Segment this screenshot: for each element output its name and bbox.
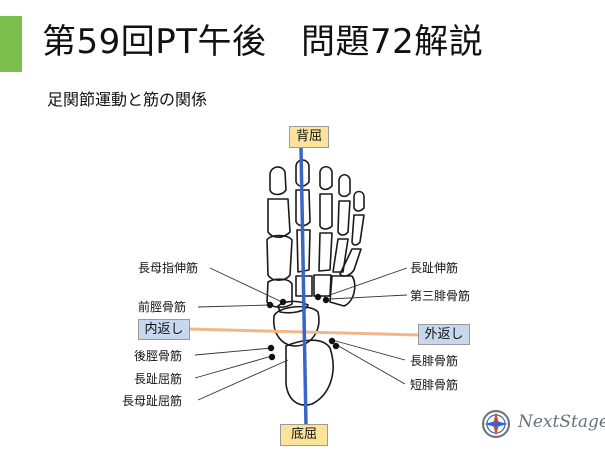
lateral-cuneiform [313,274,332,297]
point-pb [332,342,340,350]
leader-ta [197,304,271,308]
talus [272,305,320,347]
calcaneus [285,339,334,406]
metatarsal-2 [296,229,311,273]
muscle-label-pl: 長腓骨筋 [410,354,459,368]
muscle-label-fhl: 長母趾屈筋 [122,394,183,408]
cuboid [329,275,356,307]
toe-3-distal [319,165,333,191]
point-ta [266,301,274,309]
muscle-label-edl: 長趾伸筋 [410,261,459,275]
toe-4-proximal [337,200,351,236]
leader-pb [334,343,406,385]
metatarsal-3 [318,232,333,272]
navicular [277,300,309,314]
muscle-label-fdl: 長趾屈筋 [134,372,183,386]
inversion-label: 内返し [138,319,190,340]
toe-5-distal [353,190,365,212]
title-accent-bar [0,16,22,72]
point-fdl [268,353,276,361]
leader-ehl [209,267,283,303]
point-ehl [279,298,287,306]
muscle-label-pb: 短腓骨筋 [410,378,459,392]
leader-lines-left [194,267,289,401]
metatarsal-4 [332,238,349,273]
sagittal-axis-line [299,147,308,426]
point-tp [267,344,275,352]
toe-1-distal [269,166,287,196]
nextstage-logo [482,410,510,438]
muscle-label-ehl: 長母指伸筋 [138,261,199,275]
foot-skeleton [266,159,365,406]
leader-tp [194,347,273,356]
leader-edl [323,267,408,298]
leader-fhl [197,359,289,401]
leader-fdl [194,355,273,379]
leader-pt [329,294,408,300]
toe-4-distal [338,173,351,198]
section-subtitle: 足関節運動と筋の関係 [47,90,208,109]
point-pl [328,337,336,345]
point-edl [314,293,322,301]
dorsiflexion-label: 背屈 [289,126,329,148]
toe-5-proximal [351,214,365,246]
tendon-points [266,293,340,361]
logo-text: NextStage [518,412,605,432]
leader-pl [331,339,406,361]
toe-3-proximal [319,193,333,230]
eversion-label: 外返し [418,324,470,345]
leader-lines-right [323,267,408,385]
muscle-label-tp: 後脛骨筋 [134,349,183,363]
toe-1-proximal [267,198,291,239]
compass-icon [482,410,510,438]
metatarsal-1 [266,234,293,282]
muscle-label-ta: 前脛骨筋 [138,300,187,314]
point-pt [322,296,330,304]
intermediate-cuneiform [295,275,313,297]
muscle-label-pt: 第三腓骨筋 [410,289,471,303]
plantarflexion-label: 底屈 [280,424,328,446]
page-title: 第59回PT午後 問題72解説 [42,22,484,62]
